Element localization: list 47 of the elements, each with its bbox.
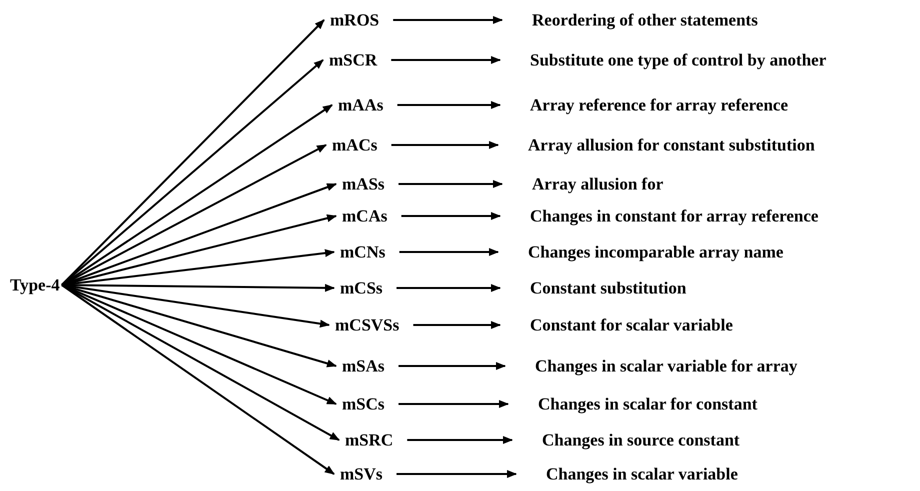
mutation-code: mCAs [342, 208, 388, 224]
mutation-description: Constant substitution [530, 280, 686, 296]
arrow [61, 284, 337, 405]
mutation-description: Changes in constant for array reference [530, 208, 818, 224]
mutation-code: mSRC [345, 432, 394, 448]
mutation-description: Reordering of other statements [532, 12, 758, 28]
arrow [61, 284, 335, 475]
mutation-description: Changes incomparable array name [528, 244, 784, 260]
arrow [61, 59, 324, 286]
mutation-code: mCNs [340, 244, 386, 260]
mutation-description: Constant for scalar variable [530, 316, 733, 334]
root-label: Type-4 [10, 276, 60, 294]
mutation-code: mSVs [340, 466, 383, 482]
mutation-description: Changes in source constant [542, 432, 740, 448]
arrow [399, 248, 499, 256]
arrow [61, 19, 325, 286]
mutation-code: mSCs [342, 396, 385, 412]
mutation-description: Changes in scalar variable for array [535, 358, 798, 374]
arrow [61, 284, 337, 368]
mutation-description: Changes in scalar variable [546, 466, 738, 482]
mutation-description: Array allusion for [532, 176, 664, 192]
arrow [61, 104, 333, 286]
arrow [398, 180, 503, 188]
mutation-code: mCSs [340, 280, 383, 296]
arrow [396, 470, 517, 478]
arrow [397, 101, 501, 109]
mutation-description: Substitute one type of control by another [530, 52, 826, 68]
arrow [391, 56, 501, 64]
mutation-description: Changes in scalar for constant [538, 396, 758, 412]
mutation-code: mSCR [329, 52, 378, 68]
arrow [398, 362, 506, 370]
arrow [398, 400, 509, 408]
arrow [391, 141, 499, 149]
arrow [393, 16, 503, 24]
mutation-code: mSAs [342, 358, 385, 374]
arrow [396, 284, 501, 292]
arrow [413, 321, 501, 329]
mutation-code: mASs [342, 176, 385, 192]
mutation-code: mROS [330, 12, 380, 28]
mutation-description: Array reference for array reference [530, 96, 788, 114]
mutation-code: mACs [332, 136, 378, 154]
arrow [407, 436, 513, 444]
arrow [401, 212, 501, 220]
mutation-description: Array allusion for constant substitution [528, 136, 815, 154]
arrow [61, 284, 340, 441]
mutation-code: mAAs [338, 96, 384, 114]
mutation-code: mCSVSs [335, 316, 400, 334]
